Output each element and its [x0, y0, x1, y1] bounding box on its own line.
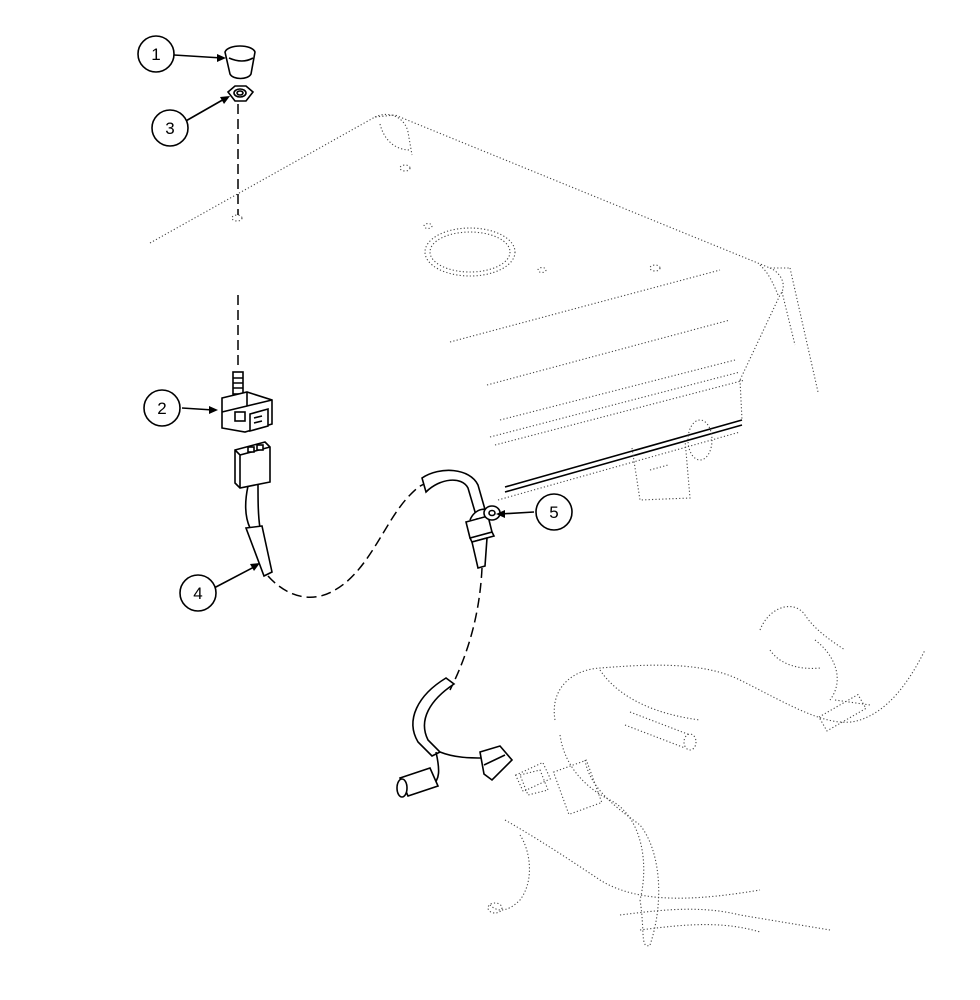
callout-3: 3 — [151, 109, 189, 147]
wiring-harness — [234, 441, 552, 798]
callout-1-label: 1 — [151, 45, 160, 64]
machine-frame-outline — [149, 113, 819, 501]
callout-1: 1 — [137, 35, 175, 73]
callout-2: 2 — [143, 389, 181, 427]
push-switch — [221, 371, 273, 433]
callout-5-label: 5 — [549, 503, 558, 522]
callout-4: 4 — [179, 574, 217, 612]
callout-3-label: 3 — [165, 119, 174, 138]
callout-4-label: 4 — [193, 584, 202, 603]
callout-5: 5 — [535, 493, 573, 531]
knob-cap — [224, 45, 256, 80]
callout-leaders — [173, 54, 535, 589]
lower-machine-outline — [487, 606, 926, 947]
hex-nut — [226, 85, 255, 102]
callout-2-label: 2 — [157, 399, 166, 418]
